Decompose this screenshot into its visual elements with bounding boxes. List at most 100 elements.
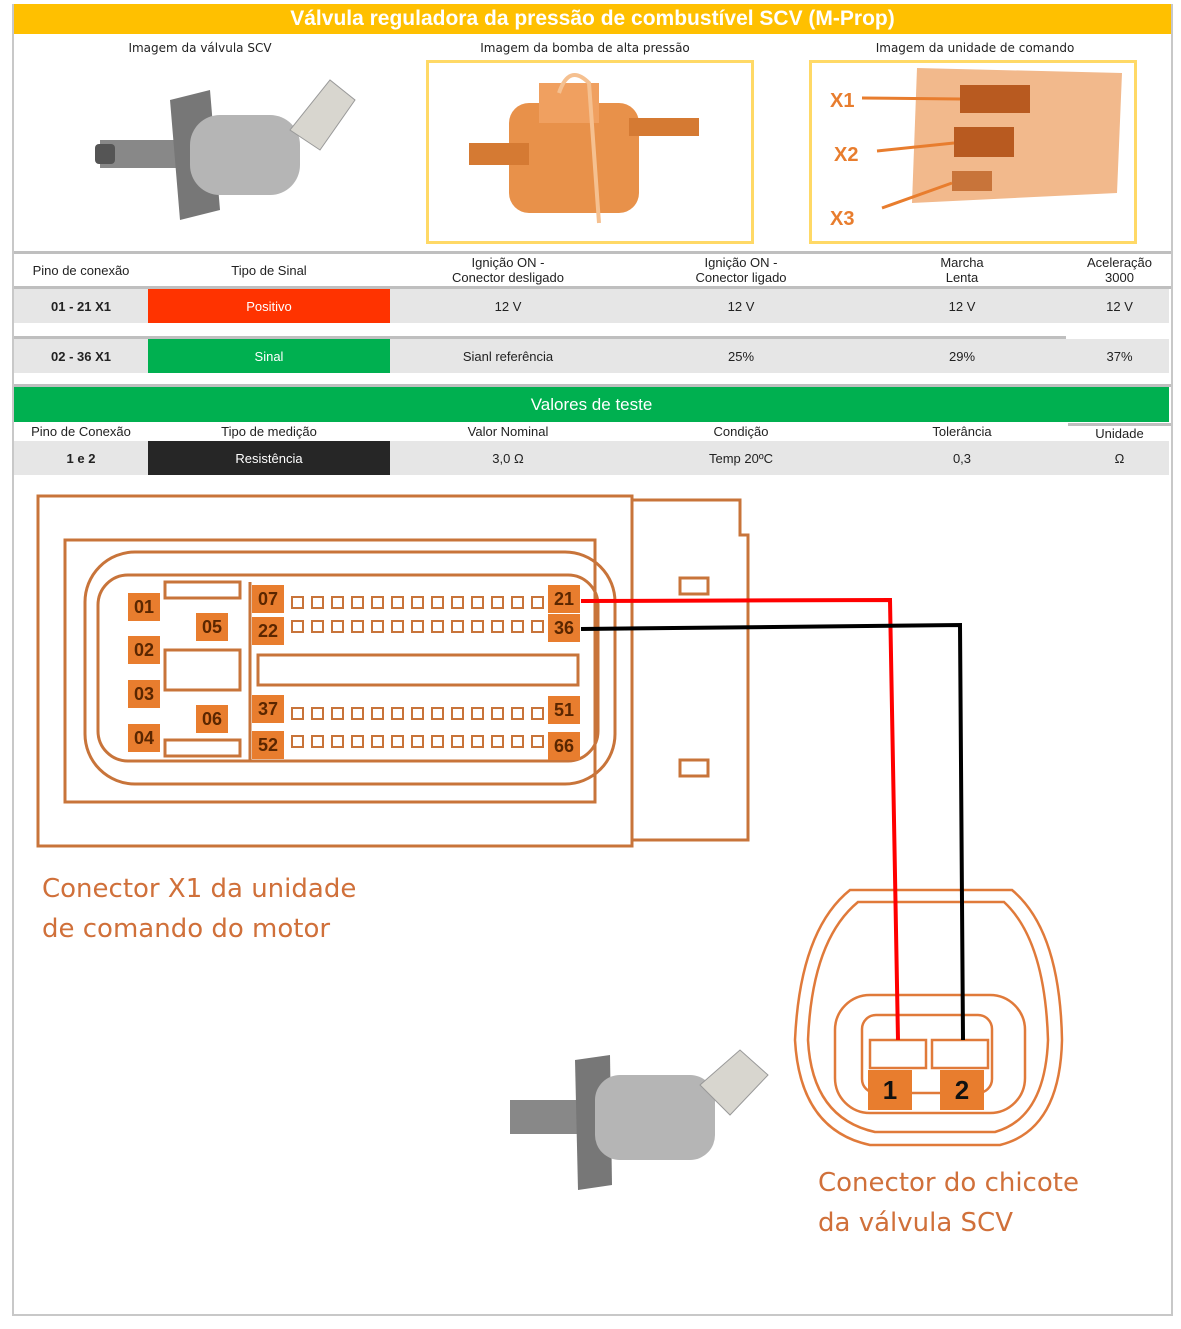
ecu-pin-label: 37 <box>252 695 284 723</box>
socket <box>511 596 524 609</box>
pump-image-caption: Imagem da bomba de alta pressão <box>480 41 690 55</box>
signal-type-badge: Positivo <box>148 289 390 323</box>
socket <box>491 596 504 609</box>
table-row: 1 e 2 Resistência 3,0 Ω Temp 20ºC 0,3 Ω <box>14 441 1169 475</box>
socket <box>351 735 364 748</box>
test-values-banner: Valores de teste <box>14 387 1169 422</box>
value-cell: 0,3 <box>952 450 972 466</box>
value-cell: 12 V <box>948 298 976 314</box>
value-cell: 37% <box>1106 348 1133 364</box>
ecu-pin-label: 21 <box>548 585 580 613</box>
harness-connector-caption: Conector do chicote da válvula SCV <box>818 1168 1079 1238</box>
socket <box>311 620 324 633</box>
value-cell: Temp 20ºC <box>709 450 773 466</box>
col-condition: Condição <box>713 424 769 439</box>
socket <box>411 620 424 633</box>
socket <box>391 735 404 748</box>
col-pin: Pino de Conexão <box>31 424 131 439</box>
row-pin: 01 - 21 X1 <box>51 298 111 314</box>
socket <box>531 596 544 609</box>
socket <box>291 707 304 720</box>
socket <box>451 707 464 720</box>
ecu-pin-label: 22 <box>252 617 284 645</box>
col-ign-on: Ignição ON - Conector ligado <box>695 255 787 285</box>
socket <box>431 620 444 633</box>
measure-type-badge: Resistência <box>148 441 390 475</box>
socket <box>351 707 364 720</box>
row-pin: 1 e 2 <box>66 450 96 466</box>
socket <box>511 707 524 720</box>
harness-pin-label: 1 <box>868 1070 912 1110</box>
socket <box>291 735 304 748</box>
ecu-pin-label: 01 <box>128 593 160 621</box>
socket <box>471 596 484 609</box>
value-cell: 12 V <box>1106 298 1133 314</box>
col-ign-off: Ignição ON - Conector desligado <box>451 255 565 285</box>
socket <box>391 596 404 609</box>
socket <box>531 735 544 748</box>
col-pin: Pino de conexão <box>32 262 130 278</box>
socket <box>351 620 364 633</box>
ecu-image-caption: Imagem da unidade de comando <box>875 41 1075 55</box>
value-cell: 12 V <box>727 298 755 314</box>
socket <box>331 735 344 748</box>
divider <box>14 336 1066 339</box>
table-row: 01 - 21 X1 Positivo 12 V 12 V 12 V 12 V <box>14 289 1169 323</box>
socket <box>391 707 404 720</box>
socket <box>471 735 484 748</box>
ecu-pin-label: 06 <box>196 705 228 733</box>
pump-image-frame <box>426 60 754 244</box>
socket <box>491 735 504 748</box>
value-cell: Ω <box>1114 450 1125 466</box>
socket <box>411 707 424 720</box>
socket <box>311 596 324 609</box>
signal-type-badge: Sinal <box>148 339 390 373</box>
socket <box>531 707 544 720</box>
ecu-label-x2: X2 <box>834 144 858 166</box>
socket <box>411 735 424 748</box>
socket <box>311 707 324 720</box>
col-type: Tipo de Sinal <box>231 262 307 278</box>
ecu-pin-label: 02 <box>128 636 160 664</box>
harness-connector-outline <box>793 888 1064 1147</box>
valve-image-caption: Imagem da válvula SCV <box>128 41 272 55</box>
row-pin: 02 - 36 X1 <box>51 348 111 364</box>
ecu-connector-caption: Conector X1 da unidade de comando do mot… <box>42 874 357 944</box>
socket <box>411 596 424 609</box>
page-title: Válvula reguladora da pressão de combust… <box>14 4 1171 34</box>
valve-image <box>95 79 356 220</box>
col-measure-type: Tipo de medição <box>221 424 317 439</box>
col-unit: Unidade <box>1068 423 1171 441</box>
socket <box>451 735 464 748</box>
socket <box>351 596 364 609</box>
socket <box>451 596 464 609</box>
col-tolerance: Tolerância <box>932 424 992 439</box>
socket <box>471 620 484 633</box>
divider <box>14 251 1171 254</box>
socket <box>311 735 324 748</box>
pump-image <box>469 73 699 224</box>
ecu-image: X1 X2 X3 <box>830 68 1122 230</box>
test-table-header: Pino de Conexão Tipo de medição Valor No… <box>14 423 1171 441</box>
divider <box>14 384 1171 387</box>
socket <box>471 707 484 720</box>
ecu-pin-label: 04 <box>128 724 160 752</box>
col-accel: Aceleração 3000 <box>1086 255 1153 285</box>
socket <box>511 620 524 633</box>
ecu-pin-label: 66 <box>548 732 580 760</box>
ecu-pin-label: 52 <box>252 731 284 759</box>
socket <box>331 620 344 633</box>
socket <box>391 620 404 633</box>
harness-pin-label: 2 <box>940 1070 984 1110</box>
socket <box>431 596 444 609</box>
value-cell: 25% <box>727 348 755 364</box>
socket <box>371 707 384 720</box>
socket <box>491 707 504 720</box>
black-wire <box>580 622 965 1041</box>
socket <box>491 620 504 633</box>
ecu-pin-label: 03 <box>128 680 160 708</box>
ecu-pin-label: 51 <box>548 696 580 724</box>
ecu-pin-label: 05 <box>196 613 228 641</box>
socket <box>291 596 304 609</box>
